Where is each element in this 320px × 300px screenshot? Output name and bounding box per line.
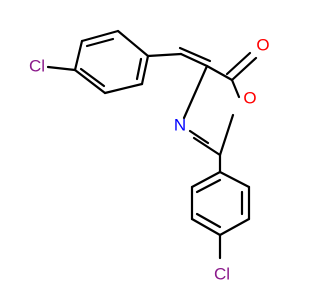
nitrogen-label: N (174, 115, 186, 134)
molecule-drawing: Cl O O N Cl (29, 29, 270, 283)
chlorine-top-label: Cl (29, 56, 45, 75)
oxygen-ring-label: O (243, 88, 256, 107)
lower-benzene-ring (190, 153, 251, 237)
oxazolone-ring (182, 64, 241, 157)
carbonyl-bond (225, 51, 258, 82)
bond-cl-top (46, 65, 77, 72)
oxygen-carbonyl-label: O (256, 35, 269, 54)
chlorine-bottom-label: Cl (214, 264, 230, 283)
exocyclic-methylidene (146, 46, 212, 68)
molecule-structure: Cl O O N Cl (28, 29, 270, 284)
upper-benzene-ring (73, 29, 150, 95)
